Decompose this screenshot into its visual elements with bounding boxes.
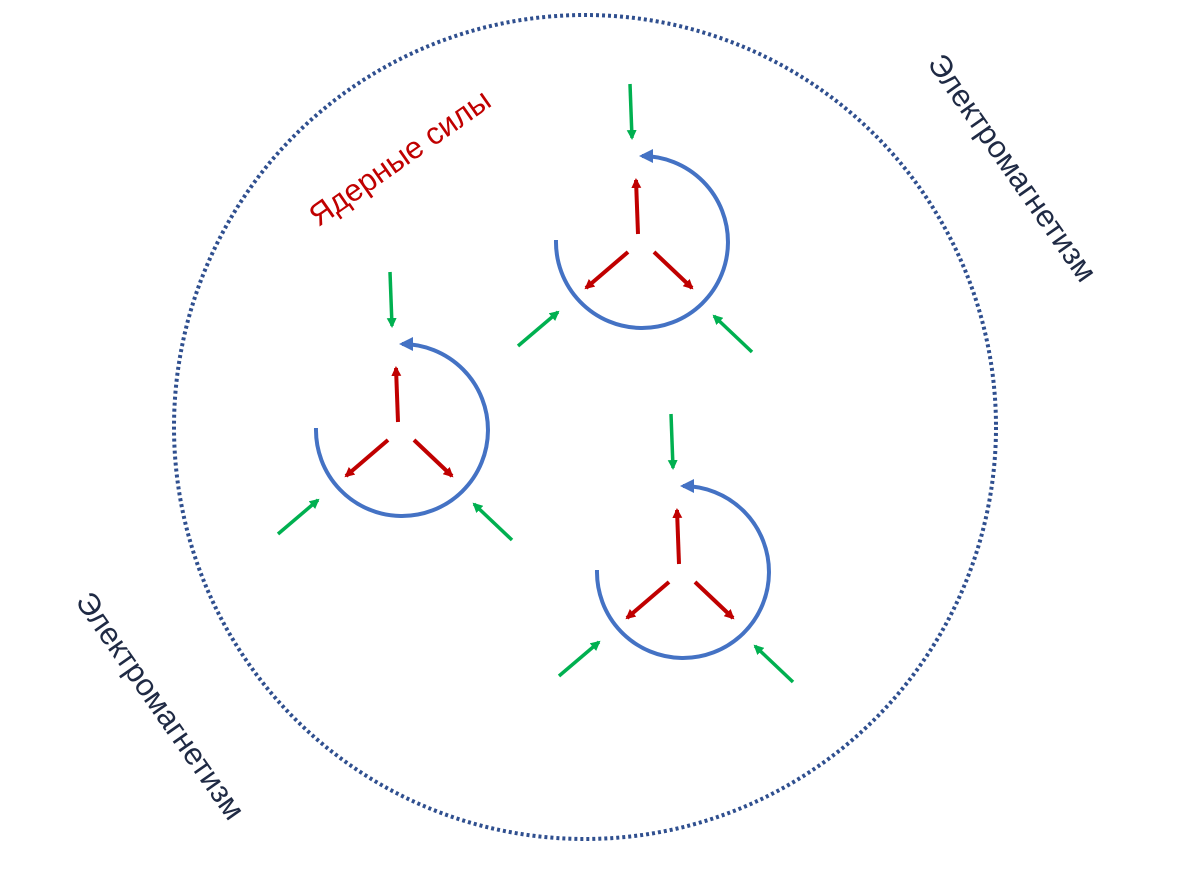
external-force-arrow-left: [557, 640, 601, 678]
external-force-arrow-left: [276, 498, 320, 536]
nucleon-left: [276, 271, 514, 542]
internal-force-arrow-left: [625, 580, 671, 620]
external-force-arrow-left: [516, 310, 560, 348]
nucleus-boundary: [172, 13, 998, 841]
internal-force-arrow-up: [631, 178, 642, 235]
internal-force-arrow-up: [672, 508, 683, 565]
internal-force-arrow-up: [391, 366, 402, 423]
external-force-arrow-top: [386, 271, 397, 328]
nucleon-top: [516, 83, 754, 354]
nucleons-layer: [276, 83, 795, 684]
nucleon-bottom: [557, 413, 795, 684]
external-force-arrow-right: [472, 502, 514, 542]
spin-ring: [594, 479, 771, 660]
internal-force-arrow-right: [412, 438, 454, 478]
external-force-arrow-right: [712, 314, 754, 354]
spin-ring: [553, 149, 730, 330]
spin-ring: [313, 337, 490, 518]
internal-force-arrow-right: [693, 580, 735, 620]
external-force-arrow-right: [753, 644, 795, 684]
internal-force-arrow-right: [652, 250, 694, 290]
internal-force-arrow-left: [584, 250, 630, 290]
external-force-arrow-top: [626, 83, 637, 140]
external-force-arrow-top: [667, 413, 678, 470]
internal-force-arrow-left: [344, 438, 390, 478]
